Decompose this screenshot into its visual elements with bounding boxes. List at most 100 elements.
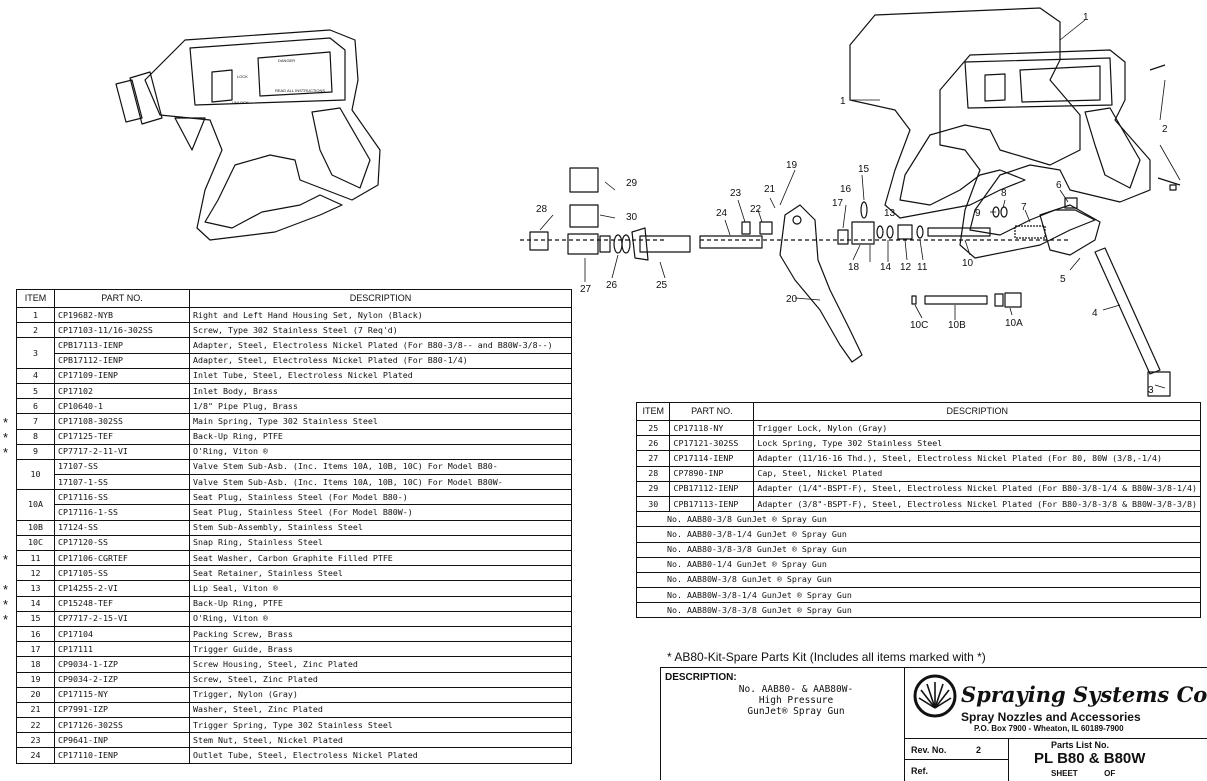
title-block: DESCRIPTION: No. AAB80- & AAB80W- High P… — [660, 667, 1207, 781]
kit-marker: * — [3, 551, 9, 567]
description-cell: Cap, Steel, Nickel Plated — [753, 465, 1201, 482]
callout-label: 5 — [1060, 274, 1066, 285]
part-number-cell: CPB17113-IENP — [54, 337, 190, 354]
item-cell: 4 — [16, 367, 55, 384]
description-cell: Trigger Spring, Type 302 Stainless Steel — [189, 717, 572, 734]
part-number-cell: CP17104 — [54, 625, 190, 643]
description-cell: Outlet Tube, Steel, Electroless Nickel P… — [189, 747, 572, 764]
part-number-cell: CPB17112-IENP — [669, 480, 755, 497]
column-header-item: ITEM — [16, 289, 55, 308]
callout-label: 24 — [716, 208, 728, 219]
callout-label: 15 — [858, 164, 870, 175]
description-cell: Stem Sub-Assembly, Stainless Steel — [189, 519, 572, 536]
description-cell: Seat Plug, Stainless Steel (For Model B8… — [189, 489, 572, 506]
callout-label: 12 — [900, 262, 912, 273]
gun-read-label: READ ALL INSTRUCTIONS — [275, 88, 325, 93]
part-number-cell: CP17109-IENP — [54, 367, 190, 384]
item-cell: 26 — [635, 435, 671, 452]
description-cell: Screw, Steel, Zinc Plated — [189, 671, 572, 688]
divider — [904, 738, 1207, 739]
description-cell: Washer, Steel, Zinc Plated — [189, 701, 572, 719]
item-cell: 23 — [16, 732, 55, 749]
of-word: OF — [1104, 769, 1116, 778]
model-row: No. AAB80-1/4 GunJet ® Spray Gun — [636, 556, 1201, 573]
part-number-cell: CP7890-INP — [669, 465, 755, 482]
model-cell: No. AAB80-3/8-3/8 GunJet ® Spray Gun — [636, 541, 1201, 558]
callout-label: 3 — [1148, 385, 1154, 396]
part-number-cell: CP17120-SS — [54, 534, 190, 552]
part-number-cell: CP17105-SS — [54, 565, 190, 582]
callout-label: 6 — [1056, 180, 1062, 191]
sheet-label: SHEET OF — [1051, 769, 1115, 778]
item-cell: 10B — [16, 519, 55, 536]
item-cell: 17 — [16, 641, 55, 658]
part-number-cell: CP17108-302SS — [54, 413, 190, 430]
callout-label: 19 — [786, 160, 798, 171]
kit-marker: * — [3, 581, 9, 597]
exploded-drawing: 1 1 2 3 4 5 6 7 8 9 10 10A 10B 10C 11 12… — [115, 7, 1181, 397]
gun-lock-label: LOCK — [237, 74, 248, 79]
item-cell: 25 — [635, 419, 671, 437]
description-cell: Screw Housing, Steel, Zinc Plated — [189, 656, 572, 673]
description-line: No. AAB80- & AAB80W- — [738, 684, 854, 695]
item-cell: 22 — [16, 717, 55, 734]
model-cell: No. AAB80-3/8-1/4 GunJet ® Spray Gun — [636, 526, 1201, 543]
part-number-cell: CP10640-1 — [54, 398, 190, 415]
part-number-cell: CP17125-TEF — [54, 428, 190, 445]
item-cell: 16 — [16, 625, 55, 643]
kit-marker: * — [3, 597, 9, 613]
part-number-cell: CP15248-TEF — [54, 595, 190, 612]
column-header-part-no: PART NO. — [54, 289, 190, 308]
description-cell: Inlet Tube, Steel, Electroless Nickel Pl… — [189, 367, 572, 384]
part-number-cell: CP7717-2-15-VI — [54, 610, 190, 627]
description-cell: Adapter (1/4"-BSPT-F), Steel, Electroles… — [753, 480, 1201, 497]
company-tagline: Spray Nozzles and Accessories — [961, 710, 1141, 724]
description-cell: 1/8" Pipe Plug, Brass — [189, 398, 572, 415]
part-number-cell: CP9034-2-IZP — [54, 671, 190, 688]
description-cell: Stem Nut, Steel, Nickel Plated — [189, 732, 572, 749]
gun-unlock-label: UNLOCK — [232, 100, 249, 105]
part-number-cell: 17107-1-SS — [54, 474, 190, 491]
callout-label: 13 — [884, 208, 896, 219]
part-number-cell: CP17106-CGRTEF — [54, 549, 190, 567]
item-cell: 10A — [16, 489, 55, 521]
item-cell: 20 — [16, 686, 55, 703]
rev-label: Rev. No. — [911, 745, 947, 755]
spare-parts-kit-note: * AB80-Kit-Spare Parts Kit (Includes all… — [667, 650, 986, 664]
divider — [904, 668, 905, 781]
part-number-cell: CP17115-NY — [54, 686, 190, 703]
item-cell: 3 — [16, 337, 55, 369]
part-number-cell: CP7991-IZP — [54, 701, 190, 719]
description-cell: Packing Screw, Brass — [189, 625, 572, 643]
description-cell: Seat Washer, Carbon Graphite Filled PTFE — [189, 549, 572, 567]
item-cell: 24 — [16, 747, 55, 764]
description-cell: Adapter, Steel, Electroless Nickel Plate… — [189, 352, 572, 369]
company-address: P.O. Box 7900 - Wheaton, IL 60189-7900 — [974, 724, 1124, 733]
description-cell: Trigger Guide, Brass — [189, 641, 572, 658]
column-header-item: ITEM — [635, 402, 671, 421]
part-number-cell: CP17118-NY — [669, 419, 755, 437]
item-cell: 30 — [635, 495, 671, 513]
part-number-cell: CP17103-11/16-302SS — [54, 322, 190, 339]
